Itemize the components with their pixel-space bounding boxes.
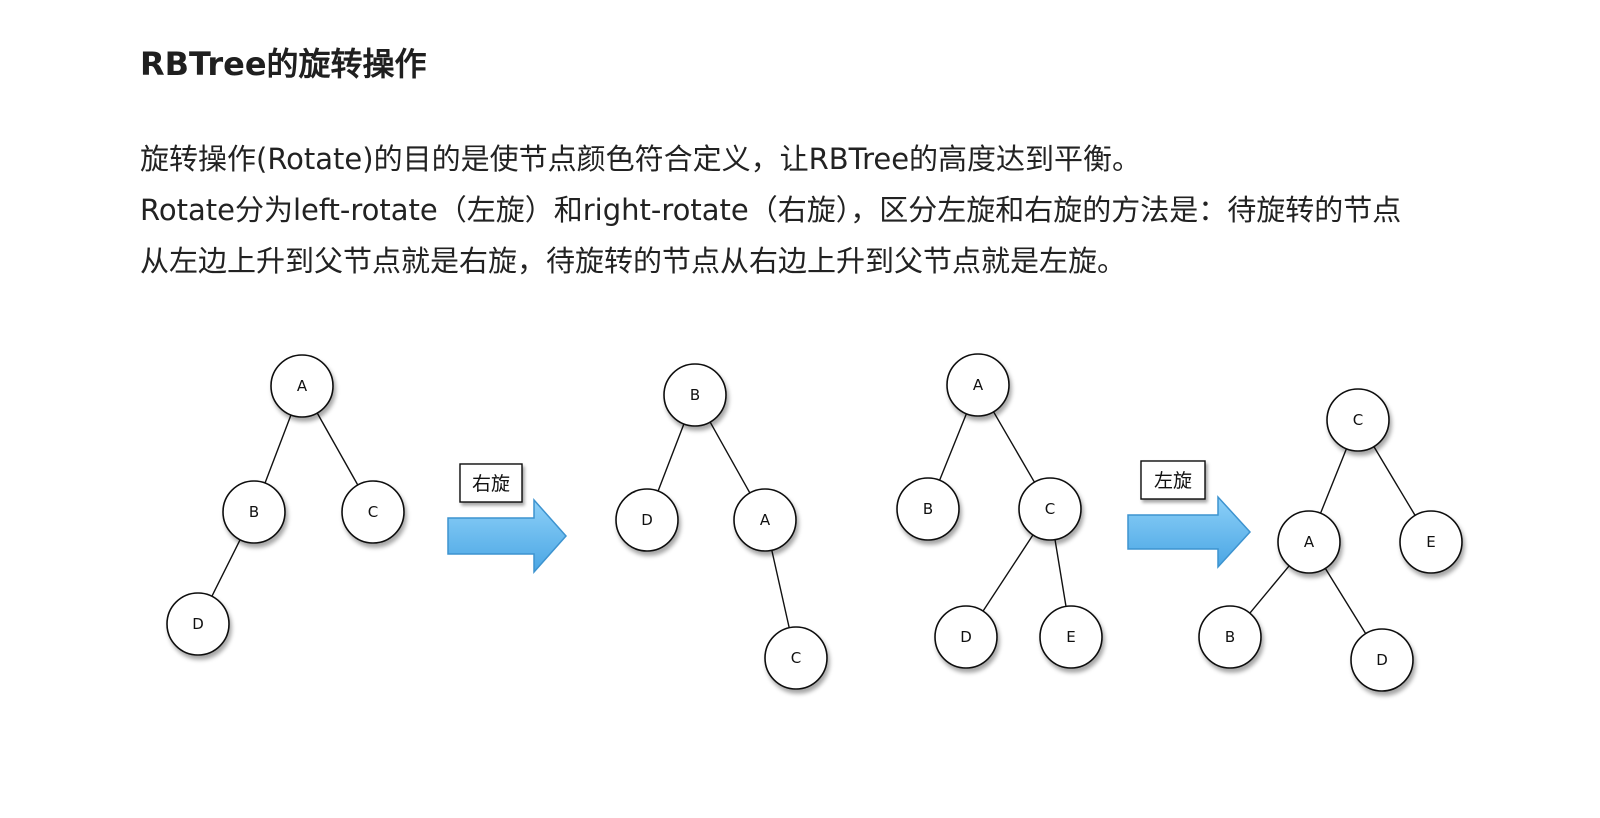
right-rotate-before-node-label-a: A bbox=[297, 377, 308, 395]
left-rotate-before-node-a: A bbox=[946, 353, 1010, 417]
right-rotate-after-node-label-b: B bbox=[690, 386, 700, 404]
left-rotate-before-edge-c-d bbox=[982, 534, 1034, 612]
right-rotate-before-node-label-d: D bbox=[192, 615, 204, 633]
left-rotate-after-node-e: E bbox=[1399, 510, 1463, 574]
right-rotate-after-edge-a-c bbox=[771, 550, 790, 628]
left-rotate-before-node-label-d: D bbox=[960, 628, 972, 646]
left-rotate-before-node-c: C bbox=[1018, 477, 1082, 541]
left-rotate-before-node-label-a: A bbox=[973, 376, 984, 394]
right-rotate-after-node-d: D bbox=[615, 488, 679, 552]
right-rotate-arrow: 右旋 bbox=[447, 463, 568, 574]
right-rotate-before-node-a: A bbox=[270, 354, 334, 418]
description-line-3: 从左边上升到父节点就是右旋，待旋转的节点从右边上升到父节点就是左旋。 bbox=[140, 244, 1127, 278]
left-rotate-arrow-shape bbox=[1127, 495, 1252, 569]
description-line-1: 旋转操作(Rotate)的目的是使节点颜色符合定义，让RBTree的高度达到平衡… bbox=[140, 142, 1142, 176]
left-rotate-after-edge-c-a bbox=[1319, 448, 1348, 514]
left-rotate-arrow-label: 左旋 bbox=[1154, 470, 1192, 492]
left-rotate-before-node-d: D bbox=[934, 605, 998, 669]
left-rotate-before-node-label-c: C bbox=[1045, 500, 1055, 518]
left-rotate-after-edge-a-b bbox=[1249, 565, 1290, 614]
left-rotate-after-node-c: C bbox=[1326, 388, 1390, 452]
left-rotate-after-node-label-c: C bbox=[1353, 411, 1363, 429]
left-rotate-after-node-b: B bbox=[1198, 605, 1262, 669]
left-rotate-after-node-label-a: A bbox=[1304, 533, 1315, 551]
rotation-description: 旋转操作(Rotate)的目的是使节点颜色符合定义，让RBTree的高度达到平衡… bbox=[140, 134, 1520, 287]
left-rotate-after-node-label-e: E bbox=[1426, 533, 1435, 551]
page-title: RBTree的旋转操作 bbox=[140, 45, 427, 83]
left-rotate-arrow: 左旋 bbox=[1127, 460, 1252, 569]
right-rotate-before-node-b: B bbox=[222, 480, 286, 544]
right-rotate-before-node-label-c: C bbox=[368, 503, 378, 521]
right-rotate-before-edge-b-d bbox=[211, 539, 241, 597]
right-rotate-before-edge-a-c bbox=[316, 412, 359, 486]
right-rotate-after-edge-b-a bbox=[709, 421, 751, 494]
left-rotate-before-node-b: B bbox=[896, 477, 960, 541]
right-rotate-after-node-c: C bbox=[764, 626, 828, 690]
right-rotate-before-edge-a-b bbox=[264, 414, 292, 484]
left-rotate-before-node-label-e: E bbox=[1066, 628, 1075, 646]
left-rotate-before-edge-c-e bbox=[1054, 539, 1067, 607]
left-rotate-before-node-e: E bbox=[1039, 605, 1103, 669]
left-rotate-before-edge-a-c bbox=[992, 411, 1036, 483]
right-rotate-before-node-d: D bbox=[166, 592, 230, 656]
right-rotate-after-edge-b-d bbox=[657, 423, 685, 492]
left-rotate-after-node-label-b: B bbox=[1225, 628, 1235, 646]
right-rotate-after-node-a: A bbox=[733, 488, 797, 552]
left-rotate-before-node-label-b: B bbox=[923, 500, 933, 518]
right-rotate-before-node-label-b: B bbox=[249, 503, 259, 521]
right-rotate-after-node-b: B bbox=[663, 363, 727, 427]
left-rotate-before-edge-a-b bbox=[938, 413, 968, 481]
right-rotate-after-node-label-d: D bbox=[641, 511, 653, 529]
left-rotate-after-node-a: A bbox=[1277, 510, 1341, 574]
left-rotate-after-node-label-d: D bbox=[1376, 651, 1388, 669]
right-rotate-arrow-shape bbox=[447, 498, 568, 574]
left-rotate-after-edge-c-e bbox=[1373, 446, 1416, 516]
description-line-2: Rotate分为left-rotate（左旋）和right-rotate（右旋）… bbox=[140, 193, 1402, 227]
right-rotate-after-node-label-a: A bbox=[760, 511, 771, 529]
right-rotate-after-node-label-c: C bbox=[791, 649, 801, 667]
right-rotate-arrow-label-box: 右旋 bbox=[459, 463, 523, 503]
left-rotate-after-node-d: D bbox=[1350, 628, 1414, 692]
right-rotate-arrow-label: 右旋 bbox=[472, 473, 510, 495]
left-rotate-arrow-label-box: 左旋 bbox=[1140, 460, 1206, 500]
right-rotate-before-node-c: C bbox=[341, 480, 405, 544]
left-rotate-after-edge-a-d bbox=[1324, 567, 1367, 635]
